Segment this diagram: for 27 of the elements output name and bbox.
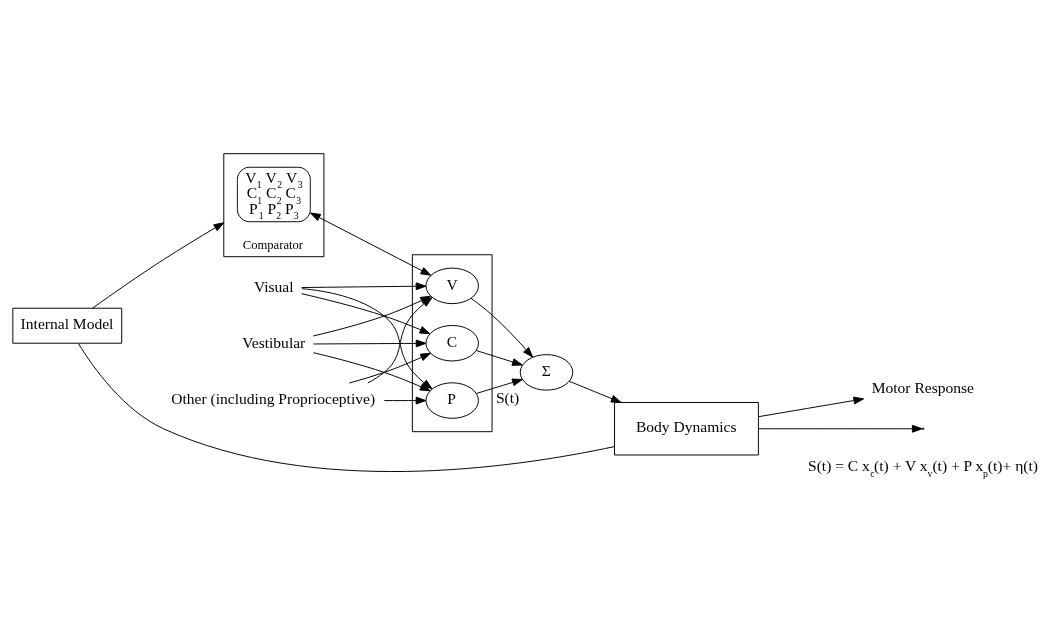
node-text: Other (including Proprioceptive) [171, 390, 376, 408]
node-ellipse: P [425, 382, 479, 419]
arrow [310, 212, 432, 276]
node-ellipse: V [425, 267, 479, 305]
arrow [476, 378, 523, 394]
arrow [348, 352, 431, 384]
node-ellipse: C [425, 324, 479, 362]
arrow [758, 396, 865, 418]
arrow [476, 350, 523, 366]
node-label: S(t) [495, 388, 520, 406]
label: S(t) = C x$_{c}$(t) + V x$_{v}$(t) + P x$_{p}$(t)+ η(t) [808, 457, 1038, 479]
arrow [383, 396, 427, 405]
arrow [470, 297, 534, 358]
arrow [312, 352, 431, 392]
node-text: Visual [253, 277, 294, 295]
arrow [92, 222, 225, 309]
arrow [313, 339, 427, 348]
node-box: Internal Model [12, 307, 123, 344]
arrow [568, 380, 622, 403]
node-ellipse: Σ [519, 354, 574, 391]
connector [77, 343, 615, 472]
node-box: Body Dynamics [614, 402, 759, 456]
node-text: Motor Response [871, 378, 975, 396]
node-text: Vestibular [242, 333, 306, 351]
arrow [301, 282, 427, 291]
cluster [411, 254, 493, 433]
node-box: V$_{1}$ V$_{2}$ V$_{3}$ C$_{1}$ C$_{2}$ C$_{3}$ P$_{1}$ P$_{2}$ P$_{3}$ [236, 166, 311, 223]
